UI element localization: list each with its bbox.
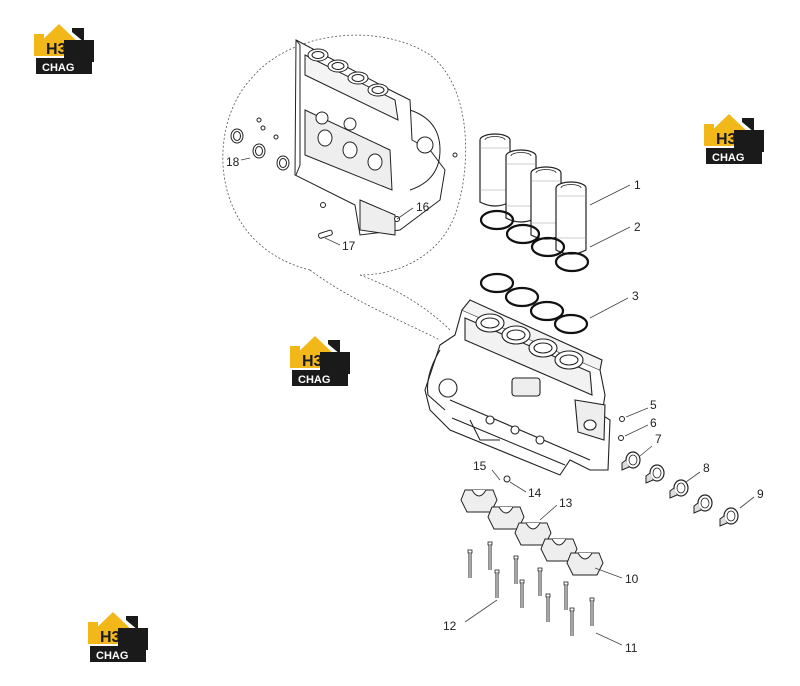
brand-logo-top-right: H3 CHAG: [704, 114, 764, 164]
callout-3: 3: [632, 289, 639, 303]
brand-logo-center: H3 CHAG: [290, 336, 350, 386]
callout-17: 17: [342, 239, 356, 253]
callout-9: 9: [757, 487, 764, 501]
plug-screws: [503, 416, 625, 483]
logo-mark: H3: [100, 629, 121, 646]
logo-word: CHAG: [96, 650, 128, 662]
callout-18: 18: [226, 155, 240, 169]
callout-16: 16: [416, 200, 430, 214]
logo-word: CHAG: [42, 62, 74, 74]
logo-mark: H3: [716, 131, 737, 148]
main-bearing-caps: [460, 489, 604, 576]
callout-13: 13: [559, 496, 573, 510]
callout-6: 6: [650, 416, 657, 430]
detail-view-bubble: [222, 34, 467, 341]
callout-11: 11: [625, 641, 638, 655]
brand-logo-bottom-left: H3 CHAG: [88, 612, 148, 662]
brand-logo-top-left: H3 CHAG: [34, 24, 94, 74]
logo-word: CHAG: [712, 152, 744, 164]
cylinder-liners: [479, 133, 587, 255]
callout-5: 5: [650, 398, 657, 412]
callout-2: 2: [634, 220, 641, 234]
callout-10: 10: [625, 572, 639, 586]
detail-dowel-pin: [318, 229, 333, 239]
detail-engine-block: [294, 39, 446, 236]
logo-mark: H3: [46, 41, 67, 58]
logo-mark: H3: [302, 353, 323, 370]
callout-15: 15: [473, 459, 487, 473]
camshaft-bushes: [621, 451, 739, 527]
callout-1: 1: [634, 178, 641, 192]
callout-labels: 1 2 3 5 6 7 8 9 10 11 12 13 14 15 16 17 …: [226, 155, 764, 655]
callout-8: 8: [703, 461, 710, 475]
callout-7: 7: [655, 432, 662, 446]
callout-14: 14: [528, 486, 542, 500]
detail-plug-bushes: [230, 117, 290, 171]
logo-word: CHAG: [298, 374, 330, 386]
engine-block: [424, 299, 611, 476]
callout-12: 12: [443, 619, 457, 633]
leader-lines: [240, 157, 755, 646]
